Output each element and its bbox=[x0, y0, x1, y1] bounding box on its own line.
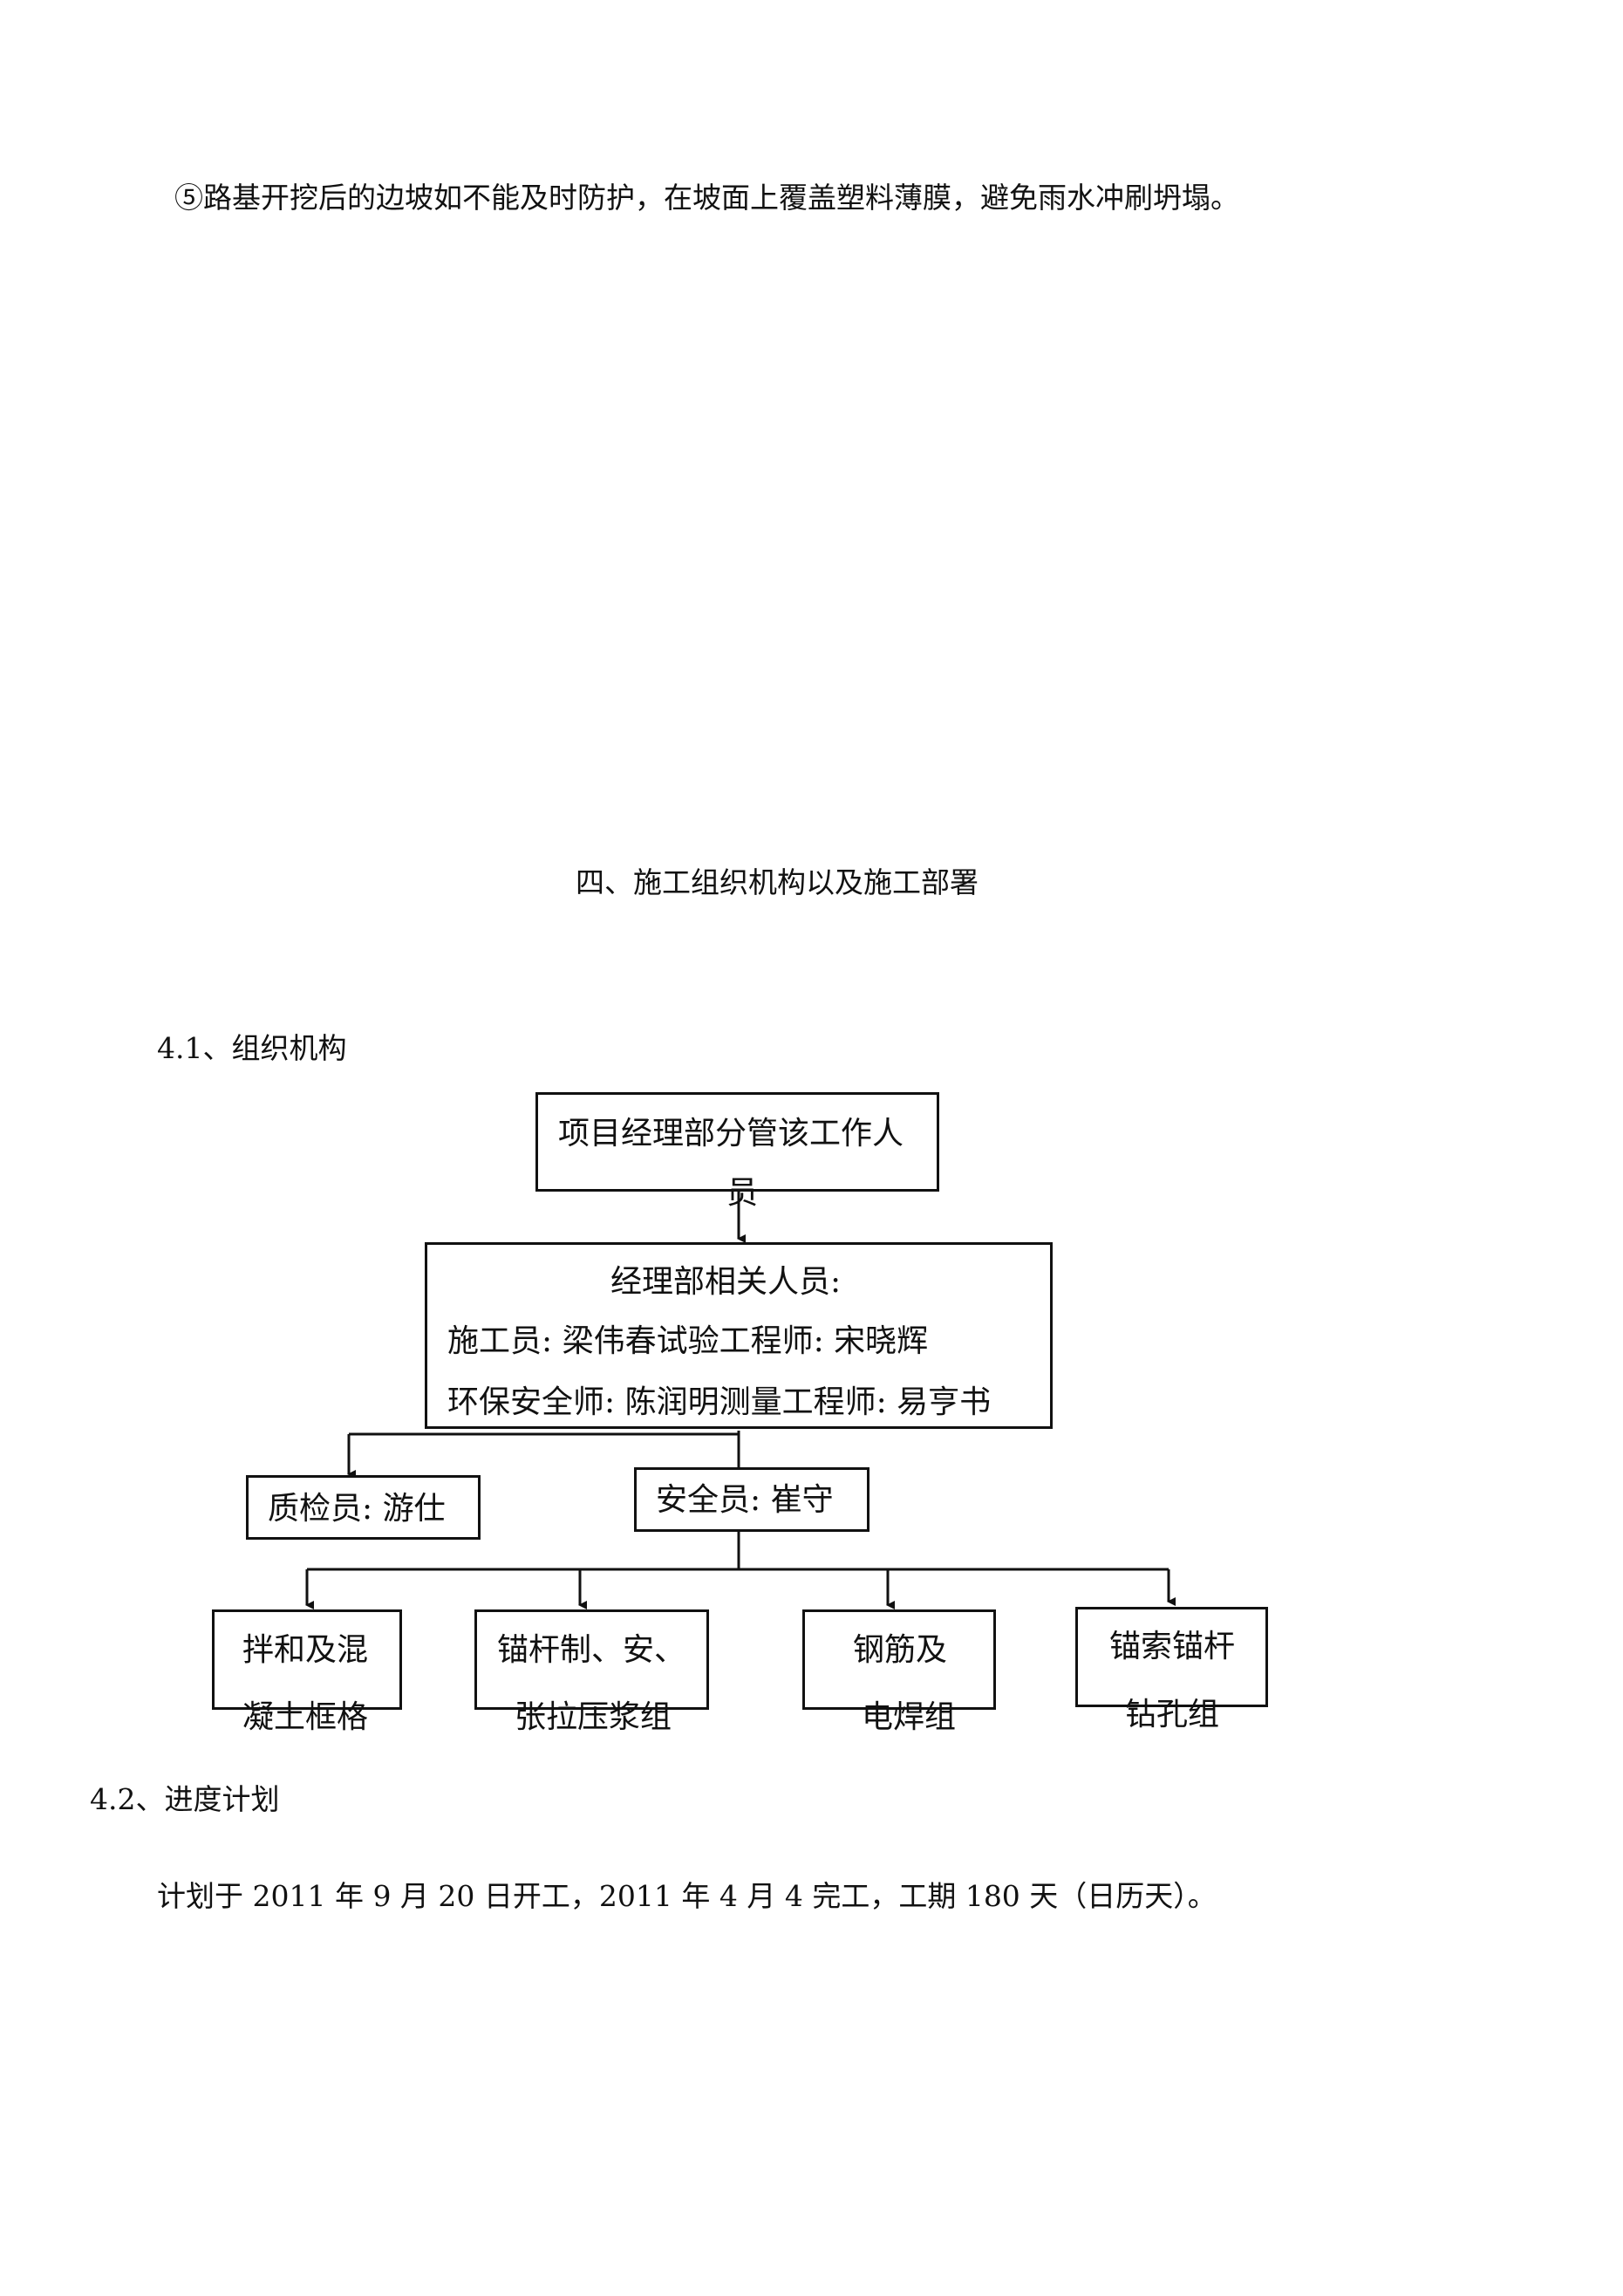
management-staff-line2: 环保安全师: 陈润明测量工程师: 易亨书 bbox=[447, 1384, 992, 1420]
team-rebar-welding-line2: 电焊组 bbox=[862, 1699, 957, 1735]
team-anchor-rod-line1: 锚杆制、安、 bbox=[497, 1632, 686, 1668]
team-box-rebar-welding bbox=[802, 1609, 996, 1710]
project-manager-label-line2: 员 bbox=[726, 1175, 759, 1211]
team-concrete-frame-line1: 拌和及混 bbox=[242, 1632, 369, 1668]
team-box-anchor-cable-drilling bbox=[1075, 1607, 1268, 1707]
schedule-paragraph: 计划于 2011 年 9 月 20 日开工，2011 年 4 月 4 完工，工期… bbox=[157, 1879, 1217, 1913]
team-concrete-frame-line2: 凝土框格 bbox=[242, 1699, 369, 1735]
team-box-anchor-rod bbox=[474, 1609, 709, 1710]
project-manager-label-line1: 项目经理部分管该工作人 bbox=[558, 1116, 904, 1151]
team-anchor-rod-line2: 张拉压浆组 bbox=[515, 1699, 672, 1735]
management-staff-box bbox=[425, 1242, 1053, 1429]
team-anchor-cable-drilling-line1: 锚索锚杆 bbox=[1109, 1629, 1236, 1664]
quality-inspector-label: 质检员: 游仕 bbox=[268, 1491, 446, 1527]
safety-officer-box bbox=[634, 1467, 869, 1532]
management-staff-line1: 施工员: 梁伟春试验工程师: 宋晓辉 bbox=[447, 1323, 929, 1359]
slope-protection-paragraph: ⑤路基开挖后的边坡如不能及时防护，在坡面上覆盖塑料薄膜，避免雨水冲刷坍塌。 bbox=[174, 181, 1239, 215]
team-anchor-cable-drilling-line2: 钻孔组 bbox=[1125, 1697, 1220, 1732]
subsection-schedule: 4.2、进度计划 bbox=[90, 1782, 280, 1816]
team-box-concrete-frame bbox=[212, 1609, 402, 1710]
team-rebar-welding-line1: 钢筋及 bbox=[853, 1632, 948, 1668]
quality-inspector-box bbox=[246, 1475, 481, 1540]
project-manager-box bbox=[535, 1092, 939, 1192]
section-title: 四、施工组织机构以及施工部署 bbox=[576, 865, 979, 899]
management-staff-title: 经理部相关人员: bbox=[610, 1264, 842, 1300]
subsection-org-structure: 4.1、组织机构 bbox=[157, 1031, 347, 1065]
safety-officer-label: 安全员: 崔守 bbox=[656, 1482, 834, 1518]
